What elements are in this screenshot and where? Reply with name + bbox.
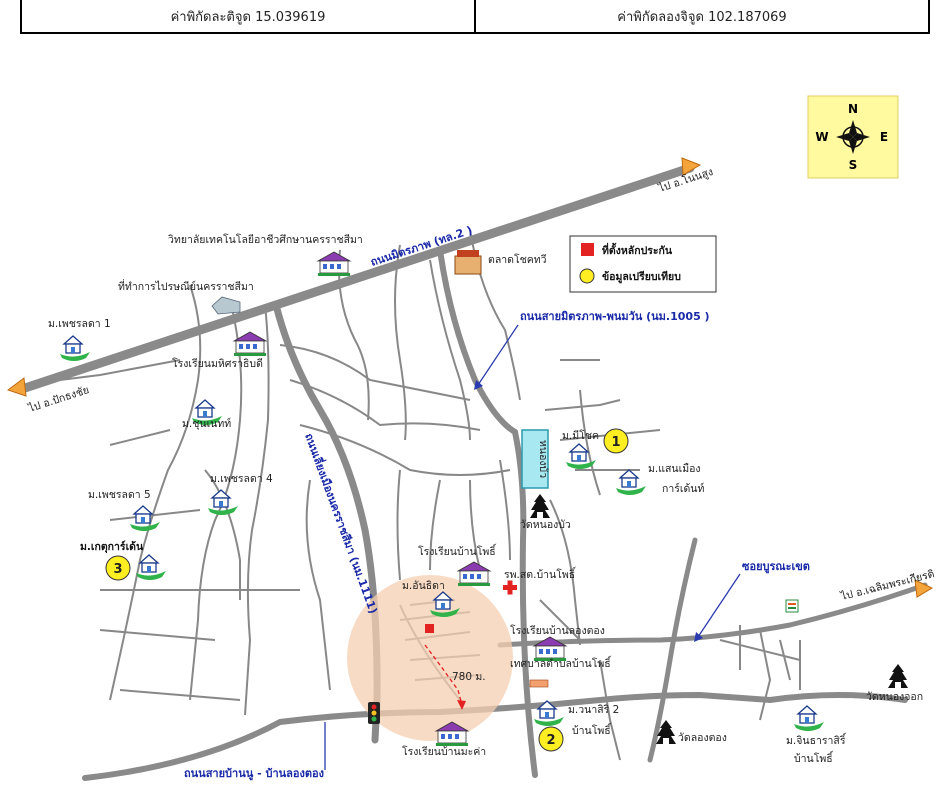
label-wannasiri: ม.วนาสิริ 2	[568, 704, 619, 716]
marker-3-num: 3	[113, 562, 122, 577]
pond-label: หนองบัว	[537, 440, 549, 478]
label-wat-nong-bua: วัดหนองบัว	[520, 519, 571, 531]
arrow-pak-thong	[6, 377, 27, 397]
longitude-cell: ค่าพิกัดลองจิจูด 102.187069	[474, 0, 928, 32]
pond	[521, 429, 549, 489]
label-school-long-tong: โรงเรียนบ้านลองตอง	[510, 624, 605, 637]
market-icon	[454, 250, 482, 275]
legend-comparable-swatch	[579, 268, 595, 284]
house-icon	[615, 469, 647, 496]
marker-2-num: 2	[546, 733, 555, 748]
road-label-mittraphap-phanom: ถนนสายมิตรภาพ-พนมวัน (นม.1005 )	[520, 310, 710, 323]
label-garden: การ์เด้นท์	[662, 482, 704, 495]
house-icon	[793, 705, 825, 732]
road-label-soi-bun: ซอยบูรณะเขต	[742, 560, 810, 574]
study-area-circle	[347, 575, 513, 741]
latitude-cell: ค่าพิกัดละติจูด 15.039619	[170, 9, 326, 25]
house-icon	[207, 489, 239, 516]
label-phet5: ม.เพชรลดา 5	[88, 489, 151, 501]
comparable-marker-3	[105, 555, 131, 581]
label-school-ban-pho: โรงเรียนบ้านโพธิ์	[418, 543, 497, 558]
label-wat-long-tong: วัดลองตอง	[678, 732, 727, 744]
distance-line	[424, 644, 463, 706]
school-icon	[317, 251, 351, 277]
coordinate-table: ค่าพิกัดละติจูด 15.039619 ค่าพิกัดลองจิจ…	[20, 0, 930, 34]
arrow-non-sung	[681, 157, 702, 176]
legend-site-swatch	[581, 243, 594, 256]
temple-icon	[530, 494, 550, 518]
label-kate: ม.เกตุการ์เด้น	[80, 540, 144, 554]
label-school-nongkha: โรงเรียนบ้านมะค่า	[402, 745, 486, 758]
label-mahisara: โรงเรียนมหิศราธิบดี	[172, 357, 263, 370]
label-post: ที่ทำการไปรษณีย์นครราชสีมา	[118, 279, 254, 293]
road-pointer-line	[477, 324, 519, 386]
post-office-icon	[211, 296, 241, 315]
convenience-store-icon	[785, 599, 799, 613]
subject-site-marker	[425, 624, 434, 633]
label-distance: 780 ม.	[452, 671, 486, 683]
label-vittayalai: วิทยาลัยเทคโนโลยีอาชีวศึกษานครราชสีมา	[168, 233, 363, 246]
label-ban-pho: บ้านโพธิ์	[572, 722, 612, 737]
label-saen-mueang: ม.แสนเมือง	[648, 462, 701, 475]
label-ban-pho-2: บ้านโพธิ์	[794, 750, 834, 765]
comparable-marker-1	[603, 428, 629, 454]
label-tesaban: เทศบาลตำบลบ้านโพธิ์	[510, 655, 612, 670]
house-icon	[129, 505, 161, 532]
legend-comparable-label: ข้อมูลเปรียบเทียบ	[602, 270, 681, 284]
house-icon	[565, 443, 597, 470]
label-chunlanet: ม.ชุนเนทท์	[182, 417, 231, 430]
school-icon	[233, 331, 267, 357]
comparable-marker-2	[538, 726, 564, 752]
compass: N S W E	[807, 95, 899, 179]
arrow-chaloem	[914, 579, 934, 598]
marker-1-num: 1	[611, 435, 620, 450]
municipality-icon	[529, 679, 549, 688]
road-label-ban-nu: ถนนสายบ้านนู - บ้านลองตอง	[184, 767, 324, 781]
house-icon	[59, 335, 91, 362]
label-talat: ตลาดโชคทวี	[488, 253, 547, 266]
compass-n: N	[848, 102, 858, 116]
label-phet1: ม.เพชรลดา 1	[48, 318, 111, 330]
compass-w: W	[815, 130, 828, 144]
temple-icon	[888, 664, 908, 688]
compass-s: S	[849, 158, 858, 172]
label-rpsth: รพ.สต.บ้านโพธิ์	[504, 566, 577, 581]
legend-site-label: ที่ตั้งหลักประกัน	[602, 242, 673, 257]
label-phet4: ม.เพชรลดา 4	[210, 473, 273, 485]
label-chinthara: ม.จินธาราสิริ์	[786, 732, 847, 747]
label-anthida: ม.อันธิดา	[402, 580, 445, 592]
label-michok: ม.มีโชค	[562, 429, 599, 442]
hospital-icon	[503, 580, 517, 595]
compass-e: E	[880, 130, 888, 144]
traffic-light-icon	[368, 702, 380, 724]
legend: ที่ตั้งหลักประกัน ข้อมูลเปรียบเทียบ	[569, 235, 717, 293]
label-wat-nong-chok: วัดหนองจอก	[866, 691, 923, 703]
school-icon	[457, 561, 491, 587]
